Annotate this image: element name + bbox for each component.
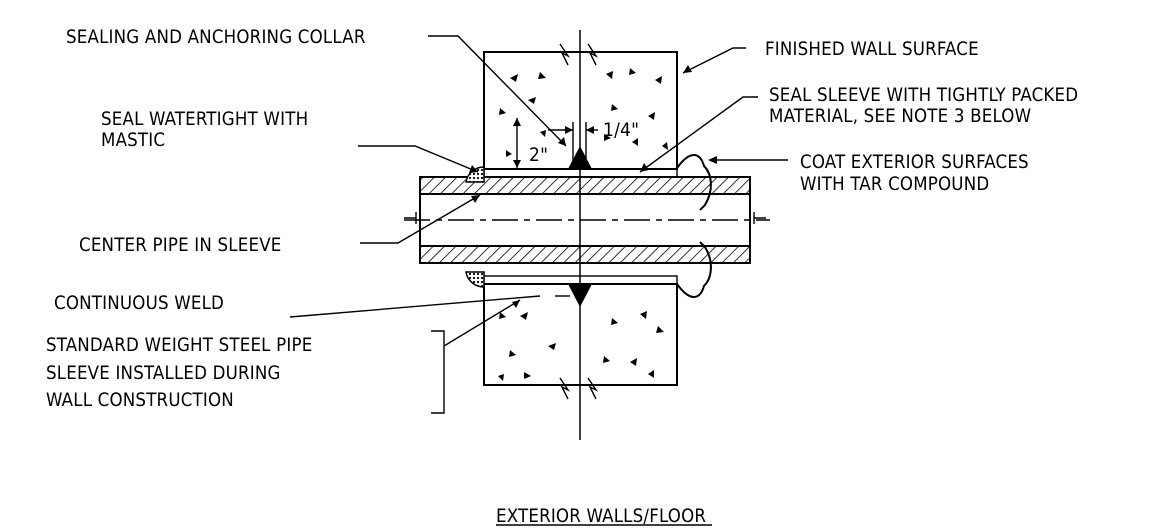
mastic-seal-bottom [465,271,485,288]
label-seal-watertight-1: SEAL WATERTIGHT WITH [101,109,308,130]
label-seal-sleeve-1: SEAL SLEEVE WITH TIGHTLY PACKED [769,85,1078,106]
label-center-pipe: CENTER PIPE IN SLEEVE [79,235,282,256]
label-finished-wall: FINISHED WALL SURFACE [765,39,979,60]
label-seal-watertight-2: MASTIC [101,130,165,151]
tar-coating-bottom [676,241,712,298]
leader-lines [289,35,788,414]
label-sealing-collar: SEALING AND ANCHORING COLLAR [66,27,366,48]
concrete-aggregate-lower [498,311,664,381]
concrete-aggregate-upper [499,68,668,157]
anchoring-collar-top [568,146,592,169]
anchoring-collar-bottom [568,284,592,307]
label-coat-exterior-1: COAT EXTERIOR SURFACES [800,152,1029,173]
dimension-two-inch: 2" [513,118,548,168]
label-seal-sleeve-2: MATERIAL, SEE NOTE 3 BELOW [769,106,1031,127]
pipe-wall-bottom [419,245,751,264]
dim-quarter-label: 1/4" [603,119,639,141]
label-coat-exterior-2: WITH TAR COMPOUND [800,174,989,195]
label-std-weight-3: WALL CONSTRUCTION [46,390,234,411]
label-std-weight-2: SLEEVE INSTALLED DURING [46,363,281,384]
dimension-quarter-inch: 1/4" [548,119,639,141]
label-continuous-weld: CONTINUOUS WELD [54,293,224,314]
mastic-seal-top [465,166,485,183]
dim-two-label: 2" [529,144,548,166]
label-std-weight-1: STANDARD WEIGHT STEEL PIPE [46,335,312,356]
drawing-title: EXTERIOR WALLS/FLOOR [496,506,706,527]
tar-coating-top [676,154,712,211]
